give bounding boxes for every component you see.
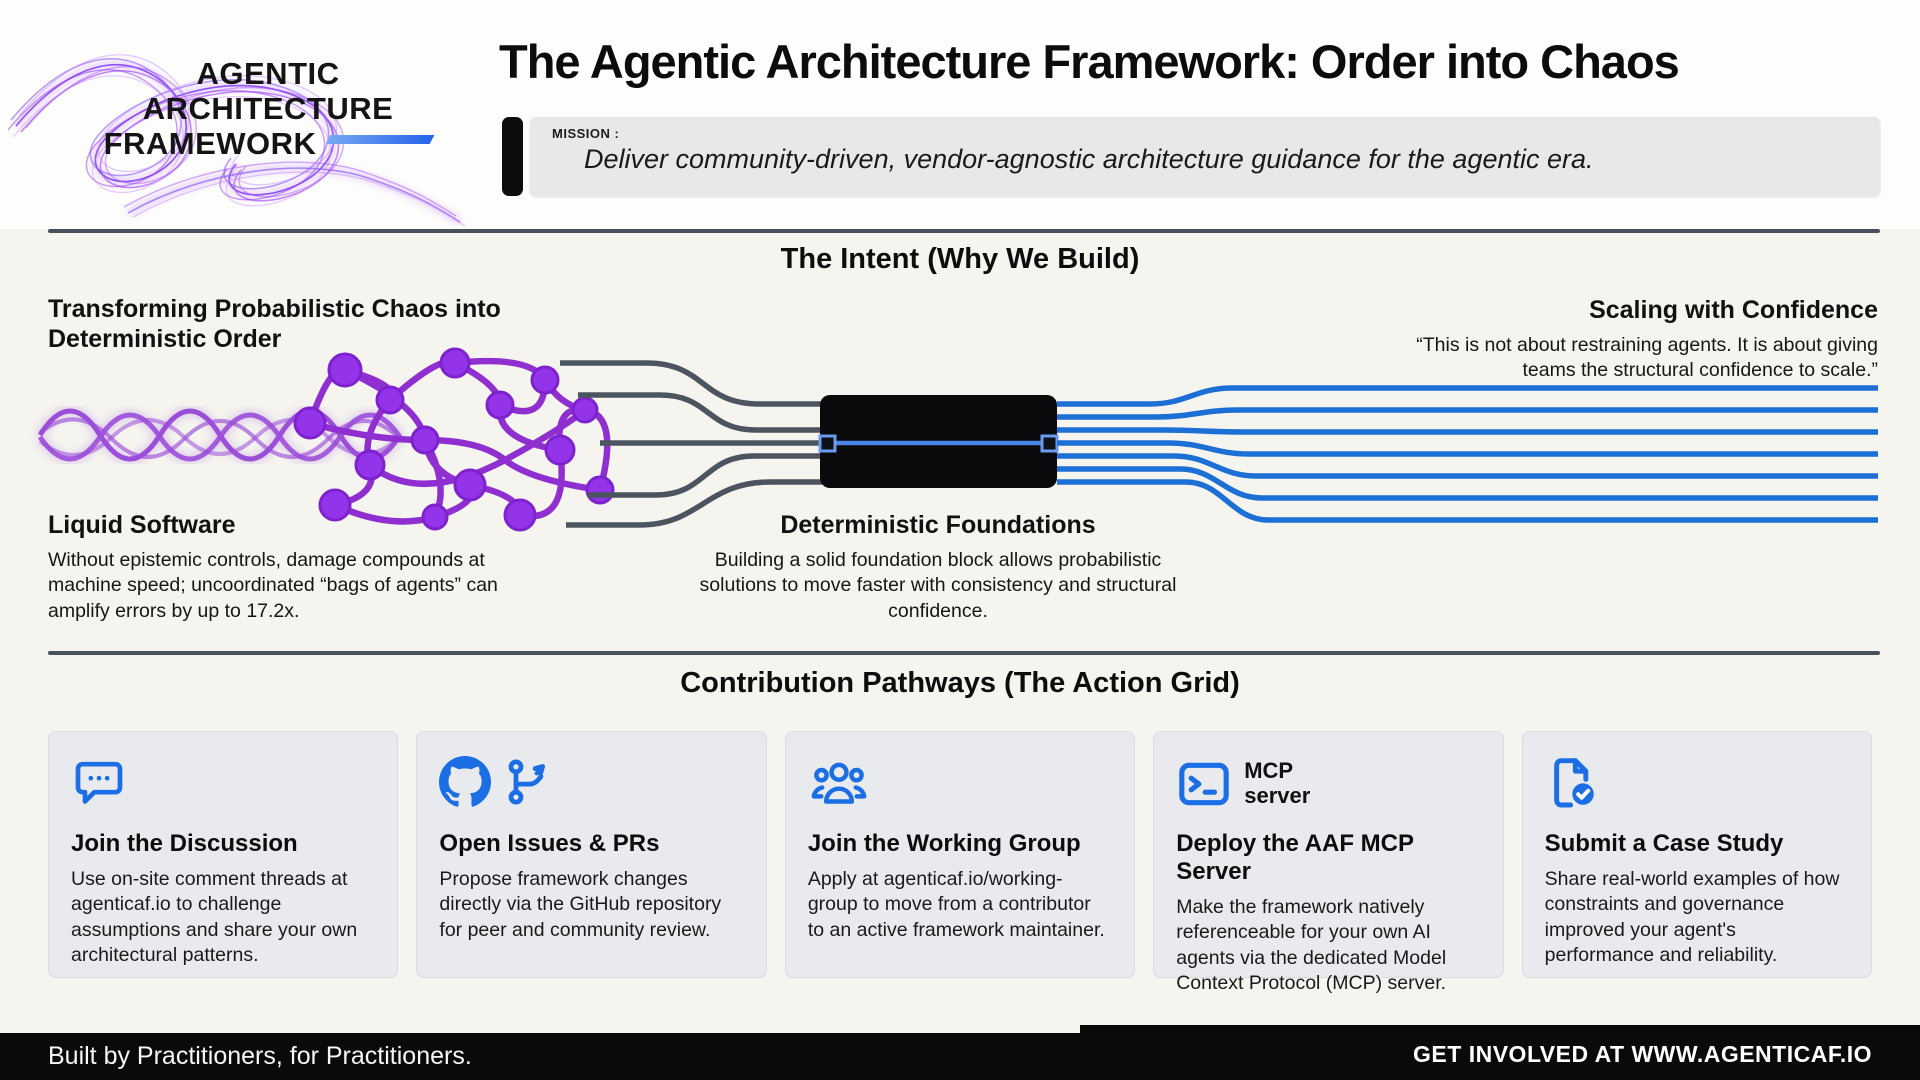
mission-statement: Deliver community-driven, vendor-agnosti… <box>584 144 1594 174</box>
scaling-block: Scaling with Confidence “This is not abo… <box>1378 296 1878 383</box>
people-icon <box>811 762 867 804</box>
card-title: Submit a Case Study <box>1544 830 1784 857</box>
scaling-quote: “This is not about restraining agents. I… <box>1416 334 1878 381</box>
mcp-server-label: MCP server <box>1244 758 1311 809</box>
page-title: The Agentic Architecture Framework: Orde… <box>499 35 1680 88</box>
deterministic-foundations-block: Deterministic Foundations Building a sol… <box>698 511 1178 624</box>
terminal-icon <box>1179 762 1229 806</box>
pathways-section-title: Contribution Pathways (The Action Grid) <box>680 667 1240 699</box>
foundations-heading: Deterministic Foundations <box>780 511 1096 539</box>
footer-bar <box>0 1033 1920 1080</box>
card-body: Use on-site comment threads at agenticaf… <box>71 868 358 967</box>
ordered-output-lines <box>1057 385 1878 523</box>
footer-cta[interactable]: GET INVOLVED AT WWW.AGENTICAF.IO <box>1413 1041 1872 1067</box>
chat-icon <box>75 761 123 804</box>
liquid-software-body: Without epistemic controls, damage compo… <box>48 549 498 622</box>
mission-banner: MISSION : Deliver community-driven, vend… <box>502 117 1880 196</box>
card-deploy-mcp-server[interactable]: MCP server Deploy the AAF MCP Server Mak… <box>1153 731 1504 994</box>
mission-label: MISSION : <box>552 126 620 141</box>
card-title: Deploy the AAF MCP Server <box>1176 830 1414 885</box>
card-submit-case-study[interactable]: Submit a Case Study Share real-world exa… <box>1521 731 1873 978</box>
chaos-to-order-diagram <box>35 347 1878 532</box>
card-body: Share real-world examples of how constra… <box>1544 868 1840 967</box>
mission-box: MISSION : Deliver community-driven, vend… <box>530 117 1880 196</box>
selection-handle-left[interactable] <box>818 434 837 453</box>
chaos-network-nodes <box>293 347 615 532</box>
logo-wordmark: AGENTIC ARCHITECTURE FRAMEWORK <box>88 56 448 161</box>
action-grid: Join the Discussion Use on-site comment … <box>48 731 1873 994</box>
scaling-heading: Scaling with Confidence <box>1589 296 1878 324</box>
logo-word-framework: FRAMEWORK <box>103 126 317 162</box>
github-icon <box>439 756 492 807</box>
card-body: Make the framework natively referenceabl… <box>1176 896 1447 995</box>
document-check-icon <box>1553 758 1594 808</box>
logo-blue-dash <box>326 135 435 145</box>
card-body: Propose framework changes directly via t… <box>439 868 722 941</box>
card-title: Join the Discussion <box>71 830 298 857</box>
section-divider-top <box>48 229 1880 233</box>
foundations-body: Building a solid foundation block allows… <box>699 549 1177 622</box>
liquid-software-heading: Liquid Software <box>48 511 236 539</box>
selection-line <box>818 434 1059 453</box>
footer-tagline: Built by Practitioners, for Practitioner… <box>48 1042 472 1070</box>
card-join-discussion[interactable]: Join the Discussion Use on-site comment … <box>48 731 399 978</box>
aaf-logo: AGENTIC ARCHITECTURE FRAMEWORK <box>8 8 488 226</box>
transforming-heading: Transforming Probabilistic Chaos into De… <box>48 295 501 353</box>
card-title: Join the Working Group <box>807 830 1081 857</box>
logo-word-agentic: AGENTIC <box>196 56 340 91</box>
logo-word-architecture: ARCHITECTURE <box>142 91 394 127</box>
card-body: Apply at agenticaf.io/working-group to m… <box>807 868 1105 941</box>
mission-accent-bar <box>502 117 523 196</box>
card-join-working-group[interactable]: Join the Working Group Apply at agentica… <box>784 731 1136 978</box>
card-title: Open Issues & PRs <box>439 830 660 857</box>
converging-wires <box>560 360 822 528</box>
card-open-issues-prs[interactable]: Open Issues & PRs Propose framework chan… <box>416 731 767 978</box>
intent-section-title: The Intent (Why We Build) <box>780 243 1140 275</box>
liquid-software-block: Liquid Software Without epistemic contro… <box>48 511 528 624</box>
section-divider-bottom <box>48 651 1880 655</box>
fork-icon <box>509 759 546 805</box>
selection-handle-right[interactable] <box>1040 434 1059 453</box>
